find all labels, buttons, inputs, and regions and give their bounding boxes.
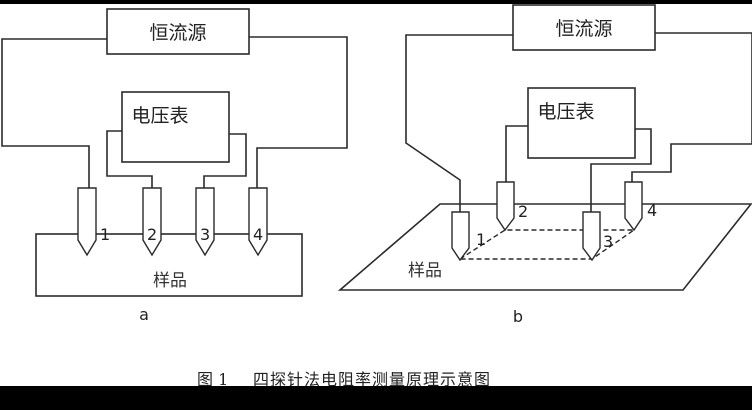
probe-number-4-b: 4	[647, 201, 657, 220]
probe-number-4-a: 4	[253, 225, 263, 244]
probe-number-1-a: 1	[100, 225, 110, 244]
probe-number-1-b: 1	[476, 230, 486, 249]
probe-number-3-b: 3	[603, 232, 613, 251]
wire-voltmeter-to-probe2-b	[505, 125, 528, 182]
figure-caption: 图 1 四探针法电阻率测量原理示意图	[197, 370, 491, 386]
probe-number-3-a: 3	[200, 225, 210, 244]
current-source-label-b: 恒流源	[555, 18, 612, 40]
voltmeter-box-a	[121, 91, 230, 163]
probe-2-a	[142, 187, 162, 257]
probe-1-b	[451, 211, 470, 262]
panel-b: 恒流源 电压表 样品 1 2 3 4 b	[337, 4, 752, 326]
panel-a: 恒流源 电压表 样品 1 2 3 4 a	[1, 8, 348, 324]
current-source-label-a: 恒流源	[149, 22, 206, 44]
probe-3-a	[195, 187, 215, 257]
probe-contact-outline-b	[459, 229, 637, 260]
probe-3-b	[582, 211, 601, 262]
panel-label-a: a	[139, 305, 149, 324]
caption-number: 图 1	[197, 370, 228, 386]
current-source-box-b	[512, 4, 656, 51]
probe-number-2-a: 2	[147, 225, 157, 244]
wire-voltmeter-to-probe3-a	[203, 133, 247, 188]
probe-4-b	[624, 181, 643, 232]
probe-1-a	[77, 187, 97, 257]
voltmeter-box-b	[527, 87, 636, 159]
panel-label-b: b	[513, 307, 523, 326]
probe-2-b	[496, 181, 515, 232]
figure-canvas: 恒流源 电压表 样品 1 2 3 4 a 恒流源 电压表 样品	[0, 4, 752, 386]
voltmeter-label-a: 电压表	[131, 105, 188, 127]
probe-4-a	[248, 187, 268, 257]
sample-label-b: 样品	[408, 261, 442, 281]
sample-plate-b	[337, 203, 752, 291]
sample-label-a: 样品	[153, 271, 187, 291]
wire-source-to-probe1-a	[1, 38, 107, 188]
wire-source-to-probe4-b	[631, 32, 752, 182]
wire-source-to-probe1-b	[405, 34, 513, 212]
caption-title: 四探针法电阻率测量原理示意图	[253, 370, 491, 386]
current-source-box-a	[106, 8, 250, 55]
wire-voltmeter-to-probe3-b	[590, 128, 652, 212]
probe-number-2-b: 2	[518, 202, 528, 221]
voltmeter-label-b: 电压表	[537, 101, 594, 123]
wire-voltmeter-to-probe2-a	[106, 130, 153, 188]
wire-source-to-probe4-a	[249, 36, 348, 188]
